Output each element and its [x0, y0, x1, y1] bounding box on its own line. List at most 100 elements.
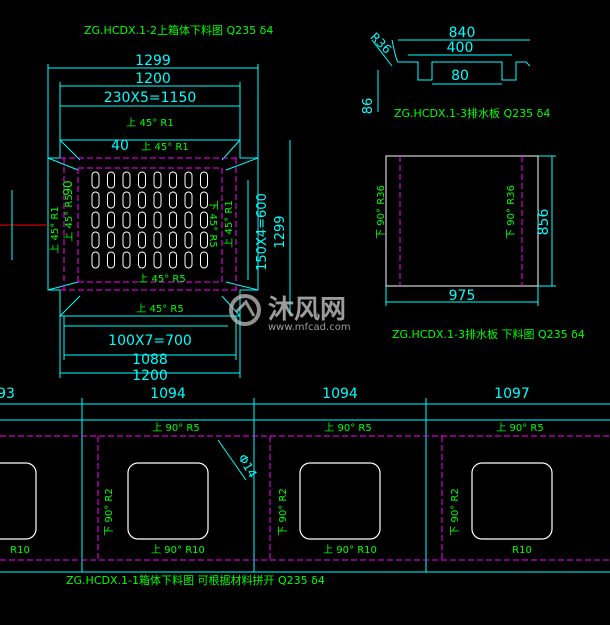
slot-hole — [153, 171, 162, 189]
dim-840: 840 — [449, 25, 476, 41]
lower-bend-side-2: 下 90° R2 — [278, 488, 289, 535]
slot-hole — [153, 231, 162, 249]
lower-dim-2: 1094 — [322, 386, 358, 402]
slot-hole — [91, 171, 100, 189]
watermark-url: www.mfcad.com — [268, 322, 351, 333]
slot-hole — [91, 251, 100, 269]
drain-plate-title: ZG.HCDX.1-3排水板 Q235 δ4 — [394, 106, 550, 120]
watermark-logo-icon — [229, 294, 261, 326]
dim-inner-width: 1088 — [132, 352, 168, 368]
corner-line — [225, 157, 259, 171]
slot-hole — [153, 211, 162, 229]
dim-pitch-horizontal: 100X7=700 — [108, 333, 192, 349]
slot-hole — [107, 231, 115, 249]
lower-bend-lines — [0, 435, 610, 561]
upper-blank-title: ZG.HCDX.1-2上箱体下料图 Q235 δ4 — [84, 23, 273, 37]
slot-hole — [91, 191, 100, 209]
slot-hole — [138, 211, 146, 229]
slot-hole — [184, 191, 193, 209]
dim-offset: 40 — [111, 138, 129, 154]
bend-note-bottom: 上 45° R5 — [136, 303, 183, 315]
watermark-brand: 沐风网 — [268, 295, 346, 325]
bend-note-right-b: 下 45° R5 — [207, 200, 218, 247]
slot-hole — [200, 211, 208, 229]
window-cutout — [127, 462, 209, 540]
window-cutout — [471, 462, 553, 540]
window-cutout — [299, 462, 381, 540]
lower-bend-side-3: 下 90° R2 — [450, 488, 461, 535]
slot-hole — [138, 191, 146, 209]
upper-dimension-lines — [47, 64, 291, 378]
slot-hole — [107, 211, 115, 229]
corner-line — [225, 281, 259, 291]
slot-hole — [153, 251, 162, 269]
slot-hole — [169, 171, 177, 189]
corner-line — [59, 295, 81, 317]
slot-hole — [122, 231, 131, 249]
lower-dim-0: 93 — [0, 386, 15, 402]
lower-bottom-r-0: R10 — [10, 545, 30, 556]
drain-bend-note-right: 下 90° R36 — [506, 185, 517, 239]
watermark: 沐风网 www.mfcad.com — [229, 294, 351, 333]
slot-hole — [153, 191, 162, 209]
slot-hole — [169, 251, 177, 269]
lower-windows — [0, 462, 553, 540]
window-cutout — [0, 462, 37, 540]
watermark-logo-icon — [234, 299, 256, 317]
slot-hole — [122, 171, 131, 189]
drain-dimension-lines — [371, 39, 530, 112]
lower-bend-side-1: 下 90° R2 — [104, 488, 115, 535]
slot-hole — [107, 251, 115, 269]
slot-hole — [122, 211, 131, 229]
slot-hole — [138, 171, 146, 189]
drain-plate-blank: 975 856 下 90° R36 下 90° R36 ZG.HCDX.1-3排… — [376, 155, 585, 341]
dim-80: 80 — [451, 68, 469, 84]
dim-radius: R36 — [368, 30, 395, 57]
lower-bend-top-3: 上 90° R5 — [496, 422, 543, 434]
slot-hole — [169, 211, 177, 229]
slot-hole — [91, 231, 100, 249]
lower-bend-bottom-2: 上 90° R10 — [323, 544, 377, 556]
hole-leader — [217, 439, 247, 481]
upper-box-blank: ZG.HCDX.1-2上箱体下料图 Q235 δ4 — [0, 23, 291, 384]
corner-line — [47, 281, 79, 291]
lower-dim-1: 1094 — [150, 386, 186, 402]
slot-hole — [169, 231, 177, 249]
lower-strip-outline — [0, 419, 610, 573]
slot-hole — [184, 171, 193, 189]
slot-hole — [138, 251, 146, 269]
corner-line — [221, 139, 241, 161]
slot-hole — [138, 231, 146, 249]
bend-note-left-90: 90 — [61, 180, 75, 195]
slot-hole — [184, 211, 193, 229]
dim-86: 86 — [361, 98, 376, 115]
hole-diameter: Φ14 — [235, 452, 259, 480]
lower-box-blank: 93 1094 1094 1097 上 90° R5 上 90° R5 上 90… — [0, 386, 610, 587]
slot-hole — [200, 171, 208, 189]
upper-bend-lines — [60, 157, 240, 291]
bend-note-top: 上 45° R1 — [126, 117, 173, 129]
drain-blank-outline — [385, 155, 539, 287]
slot-hole — [200, 191, 208, 209]
corner-line — [47, 157, 79, 171]
slot-hole — [122, 251, 131, 269]
drain-radius-arc — [391, 39, 399, 63]
lower-bend-top-1: 上 90° R5 — [152, 422, 199, 434]
slot-hole — [91, 211, 100, 229]
corner-line — [59, 139, 81, 161]
slot-grid — [91, 171, 208, 269]
drain-blank-dims — [385, 155, 556, 306]
dim-856: 856 — [536, 209, 552, 236]
dim-total-width: 1299 — [135, 53, 171, 69]
slot-hole — [122, 191, 131, 209]
slot-hole — [200, 231, 208, 249]
slot-hole — [107, 191, 115, 209]
slot-hole — [184, 251, 193, 269]
drain-plate-profile: 840 400 80 86 R36 ZG.HCDX.1-3排水板 Q235 δ4 — [361, 25, 550, 120]
drain-bend-note-left: 下 90° R36 — [376, 185, 387, 239]
dim-975: 975 — [449, 288, 476, 304]
dim-pitch: 230X5=1150 — [104, 90, 197, 106]
bend-note-bottom-inner: 上 45° R5 — [138, 273, 185, 285]
